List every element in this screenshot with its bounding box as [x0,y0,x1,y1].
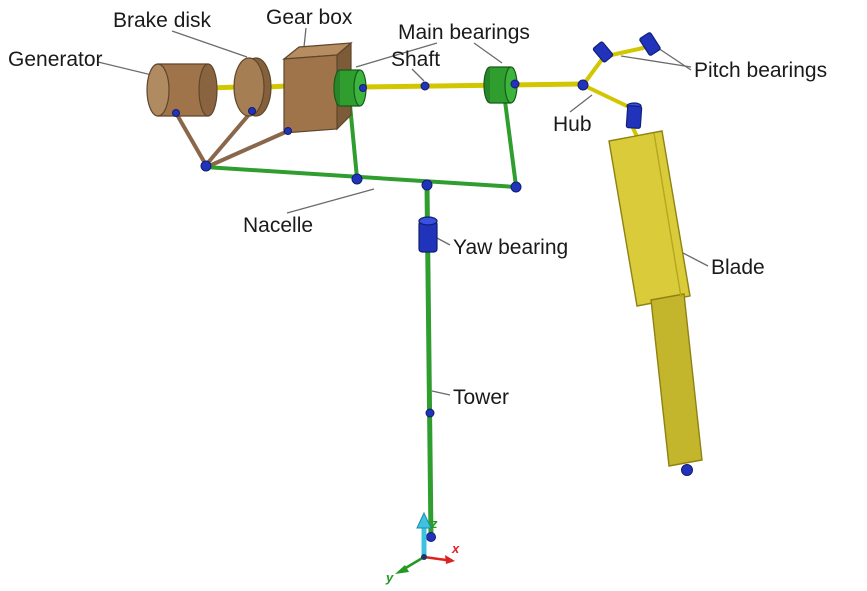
axis-x-arrowhead [445,555,455,564]
pitch-bearing-cylinder-3 [625,105,643,129]
gearbox-front-face [283,54,338,134]
axis-y-arrowhead [395,565,409,574]
coordinate-triad: z x y [385,511,460,585]
joint-node [200,160,212,172]
generator-right-cap [198,63,218,117]
joint-node [359,84,367,92]
component-labels: Brake disk Gear box Main bearings Genera… [8,6,827,409]
label-hub: Hub [553,113,592,136]
leader-shaft [411,68,425,82]
yaw-bearing-top-cap [418,216,438,226]
leader-gear-box [303,27,307,48]
joint-node [421,179,433,191]
support-gearbox-link [208,129,289,168]
blade-shape [608,130,703,467]
hub-arm-top [581,56,605,87]
label-brake-disk: Brake disk [113,9,212,32]
leader-hub [569,94,593,113]
joint-node-tower-base [426,532,436,542]
joint-node [510,181,522,193]
label-main-bearings: Main bearings [398,21,530,44]
nacelle-post-left [348,103,359,180]
brake-disk-shape [233,57,272,117]
label-shaft: Shaft [391,48,440,71]
blade-shade-line [653,132,682,298]
joint-node-blade-tip [681,464,693,476]
joint-node [510,79,520,89]
joint-node [172,109,180,117]
label-blade: Blade [711,256,765,279]
joint-node [351,173,363,185]
joint-nodes [172,79,693,542]
blade-lower-segment [650,293,703,467]
joint-node [284,127,292,135]
yaw-bearing-cylinder [418,216,438,253]
leader-tower [431,390,451,396]
nacelle-frame [203,99,518,541]
axis-y-arrow [403,555,425,571]
nacelle-post-right [503,99,518,188]
joint-node-hub [577,79,589,91]
leader-generator [97,61,157,77]
pitch-bearing-cylinder-1 [592,41,614,63]
joint-node-tower-mid [425,408,435,418]
support-links [174,109,289,168]
axis-x-arrow [423,555,447,562]
label-pitch-bearings: Pitch bearings [694,59,827,82]
leader-nacelle [286,188,375,214]
axis-z-arrowhead [416,511,432,529]
label-nacelle: Nacelle [243,214,313,237]
hub-arm-lower [581,83,631,109]
axis-x-label: x [451,541,460,556]
blade-upper-segment [608,130,691,307]
label-generator: Generator [8,48,103,71]
yaw-bearing-body [418,220,438,253]
generator-left-cap [146,63,170,117]
leader-pitch-bearing-1 [620,55,692,68]
leader-brake-disk [171,30,248,58]
joint-node [420,81,430,91]
brake-disk-front [233,57,265,117]
triad-origin-node [421,554,427,560]
support-brake-link [204,109,254,167]
leader-lines [97,27,709,396]
joint-node [248,107,256,115]
axis-z-label: z [430,516,438,531]
generator-shape [146,63,218,117]
leader-main-bearing-front [473,42,503,64]
axis-y-label: y [385,570,394,585]
leader-pitch-bearing-2 [657,47,692,71]
label-yaw-bearing: Yaw bearing [453,236,568,259]
leader-blade [682,252,709,267]
label-gear-box: Gear box [266,6,353,29]
pitch-bearing-cylinder-2 [639,32,661,56]
support-generator-link [174,112,208,166]
pitch-bearings-group [592,32,661,129]
main-shaft-line [357,81,585,90]
leader-main-bearing-rear [355,42,438,68]
leader-yaw-bearing [436,237,451,246]
label-tower: Tower [453,386,509,409]
